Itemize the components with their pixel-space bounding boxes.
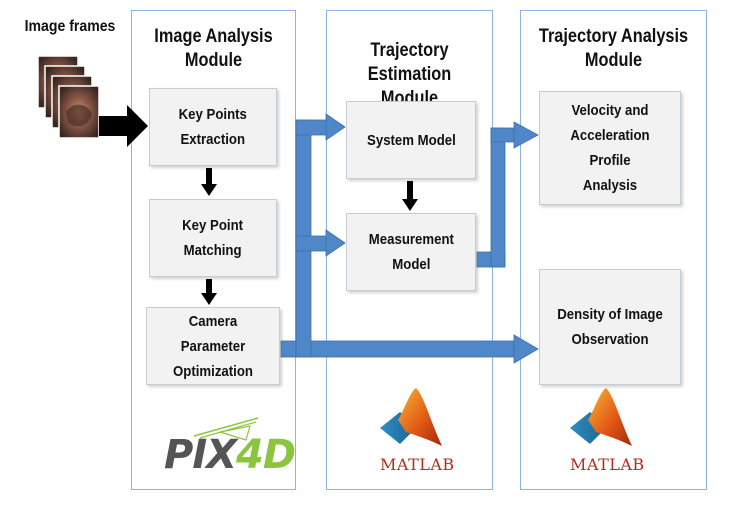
system-model-label: System Model [366, 131, 456, 149]
measurement-model-box: Measurement Model [346, 213, 476, 291]
key-points-extraction-box: Key Points Extraction [149, 88, 277, 166]
camera-parameter-optimization-box: Camera Parameter Optimization [146, 307, 280, 385]
pix4d-logo-icon [193, 417, 259, 441]
image-frames-label: Image frames [24, 18, 116, 35]
pix4d-logo: PIX4D [160, 412, 296, 478]
density-of-image-observation-box: Density of Image Observation [539, 269, 681, 385]
pix4d-logo-text-4d: 4D [236, 432, 296, 478]
key-points-extraction-label: Key Points Extraction [178, 106, 248, 148]
measurement-model-label: Measurement Model [368, 231, 454, 273]
key-point-matching-box: Key Point Matching [149, 199, 277, 277]
velocity-acceleration-analysis-box: Velocity and Acceleration Profile Analys… [539, 91, 681, 205]
pix4d-logo-text: PIX4D [164, 432, 296, 478]
matlab-logo-text-estimation: MATLAB [380, 455, 455, 474]
image-analysis-module-title: Image Analysis Module [154, 26, 273, 71]
trajectory-analysis-module: Trajectory Analysis Module [520, 10, 707, 490]
pix4d-logo-text-pix: PIX [164, 432, 237, 478]
system-model-box: System Model [346, 101, 476, 179]
density-of-image-observation-label: Density of Image Observation [557, 306, 663, 348]
matlab-logo-text-analysis: MATLAB [570, 455, 645, 474]
trajectory-analysis-module-title: Trajectory Analysis Module [538, 26, 689, 71]
camera-parameter-optimization-label: Camera Parameter Optimization [173, 312, 253, 380]
velocity-acceleration-analysis-label: Velocity and Acceleration Profile Analys… [570, 102, 650, 194]
key-point-matching-label: Key Point Matching [182, 217, 244, 259]
